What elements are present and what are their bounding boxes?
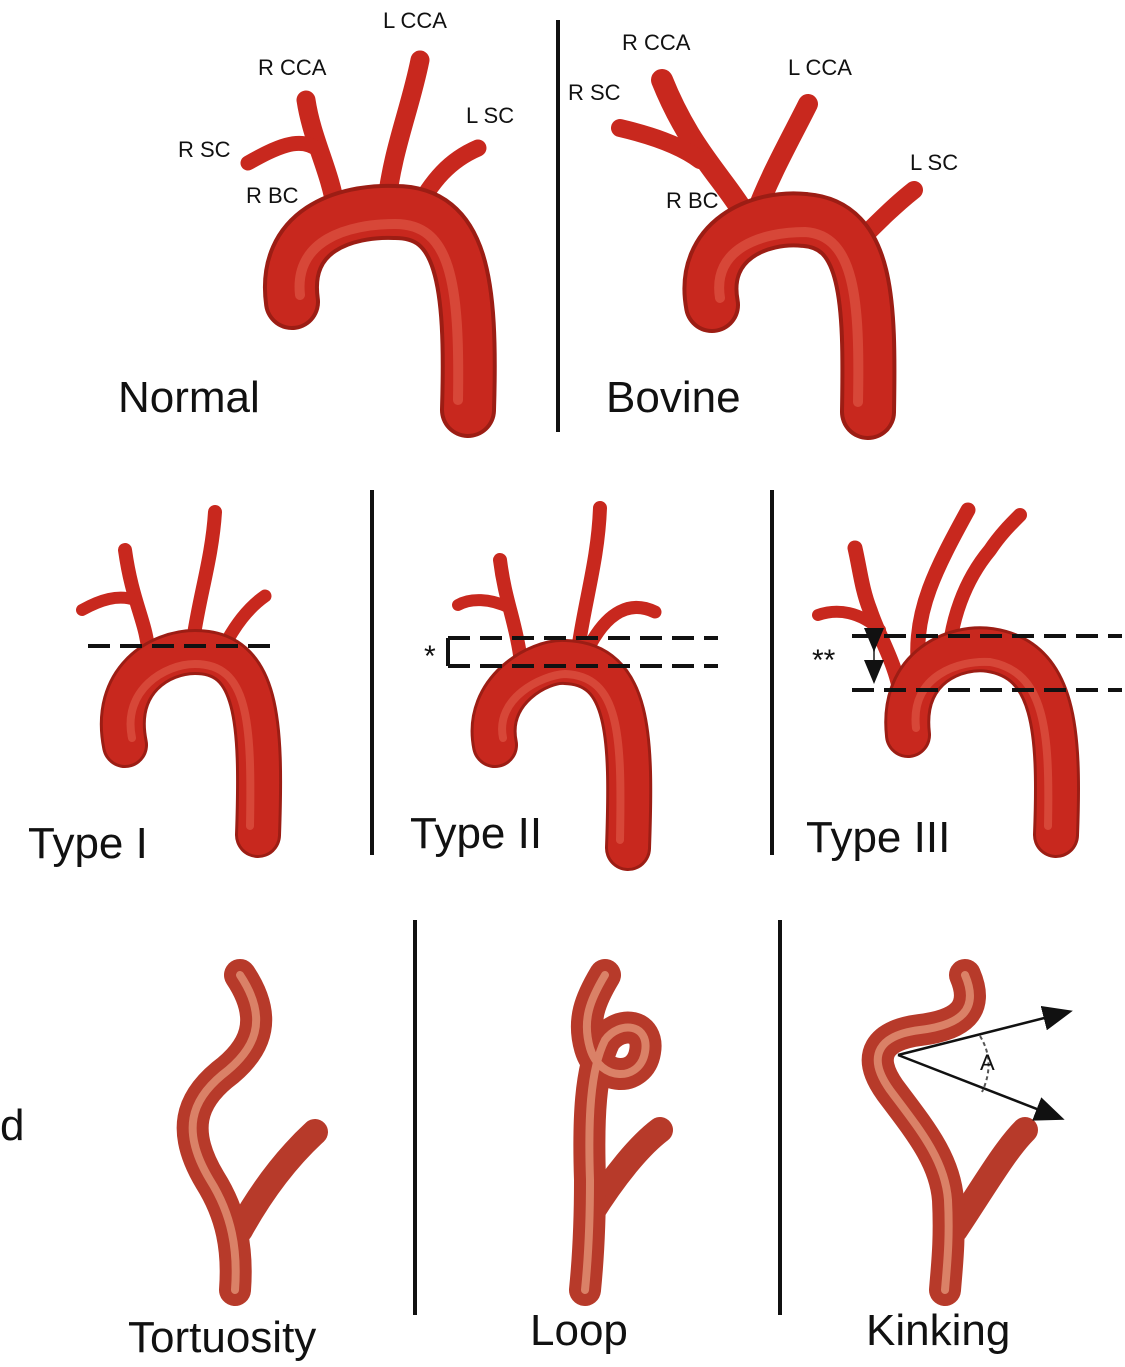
normal-label-r-cca: R CCA	[258, 55, 327, 80]
kinking-angle-label: A	[980, 1050, 995, 1075]
bovine-arch-diagram: R CCA R SC R BC L CCA L SC Bovine	[568, 30, 958, 422]
loop-title: Loop	[530, 1306, 628, 1355]
type-1-branches	[82, 512, 265, 650]
kinking-title: Kinking	[866, 1306, 1010, 1355]
normal-title: Normal	[118, 373, 260, 422]
normal-label-r-sc: R SC	[178, 137, 231, 162]
type-2-arch-diagram: * Type II	[410, 508, 718, 858]
loop-vessel-diagram: Loop	[530, 975, 660, 1355]
bovine-title: Bovine	[606, 373, 741, 422]
type-2-marker: *	[424, 640, 436, 673]
normal-label-l-cca: L CCA	[383, 8, 447, 33]
bovine-label-r-bc: R BC	[666, 188, 719, 213]
tortuosity-vessel	[193, 975, 257, 1290]
type-2-branches	[458, 508, 655, 655]
type-3-arch-diagram: ** Type III	[806, 510, 1122, 862]
type-1-title: Type I	[28, 819, 148, 868]
normal-label-l-sc: L SC	[466, 103, 514, 128]
bovine-label-l-sc: L SC	[910, 150, 958, 175]
normal-label-r-bc: R BC	[246, 183, 299, 208]
kinking-branch	[955, 1130, 1025, 1230]
normal-arch-diagram: R CCA R SC R BC L CCA L SC Normal	[118, 8, 514, 422]
type-3-marker: **	[812, 644, 836, 677]
bovine-label-l-cca: L CCA	[788, 55, 852, 80]
type-2-title: Type II	[410, 809, 542, 858]
tortuosity-vessel-diagram: Tortuosity	[128, 975, 316, 1362]
tortuosity-branch	[240, 1132, 315, 1230]
bovine-label-r-cca: R CCA	[622, 30, 691, 55]
tortuosity-title: Tortuosity	[128, 1313, 316, 1362]
kinking-vessel-diagram: A Kinking	[866, 975, 1068, 1355]
type-1-arch-diagram: Type I	[28, 512, 270, 868]
bovine-label-r-sc: R SC	[568, 80, 621, 105]
edge-fragment-text: d	[0, 1101, 24, 1150]
loop-vessel	[585, 975, 646, 1290]
type-3-title: Type III	[806, 813, 950, 862]
